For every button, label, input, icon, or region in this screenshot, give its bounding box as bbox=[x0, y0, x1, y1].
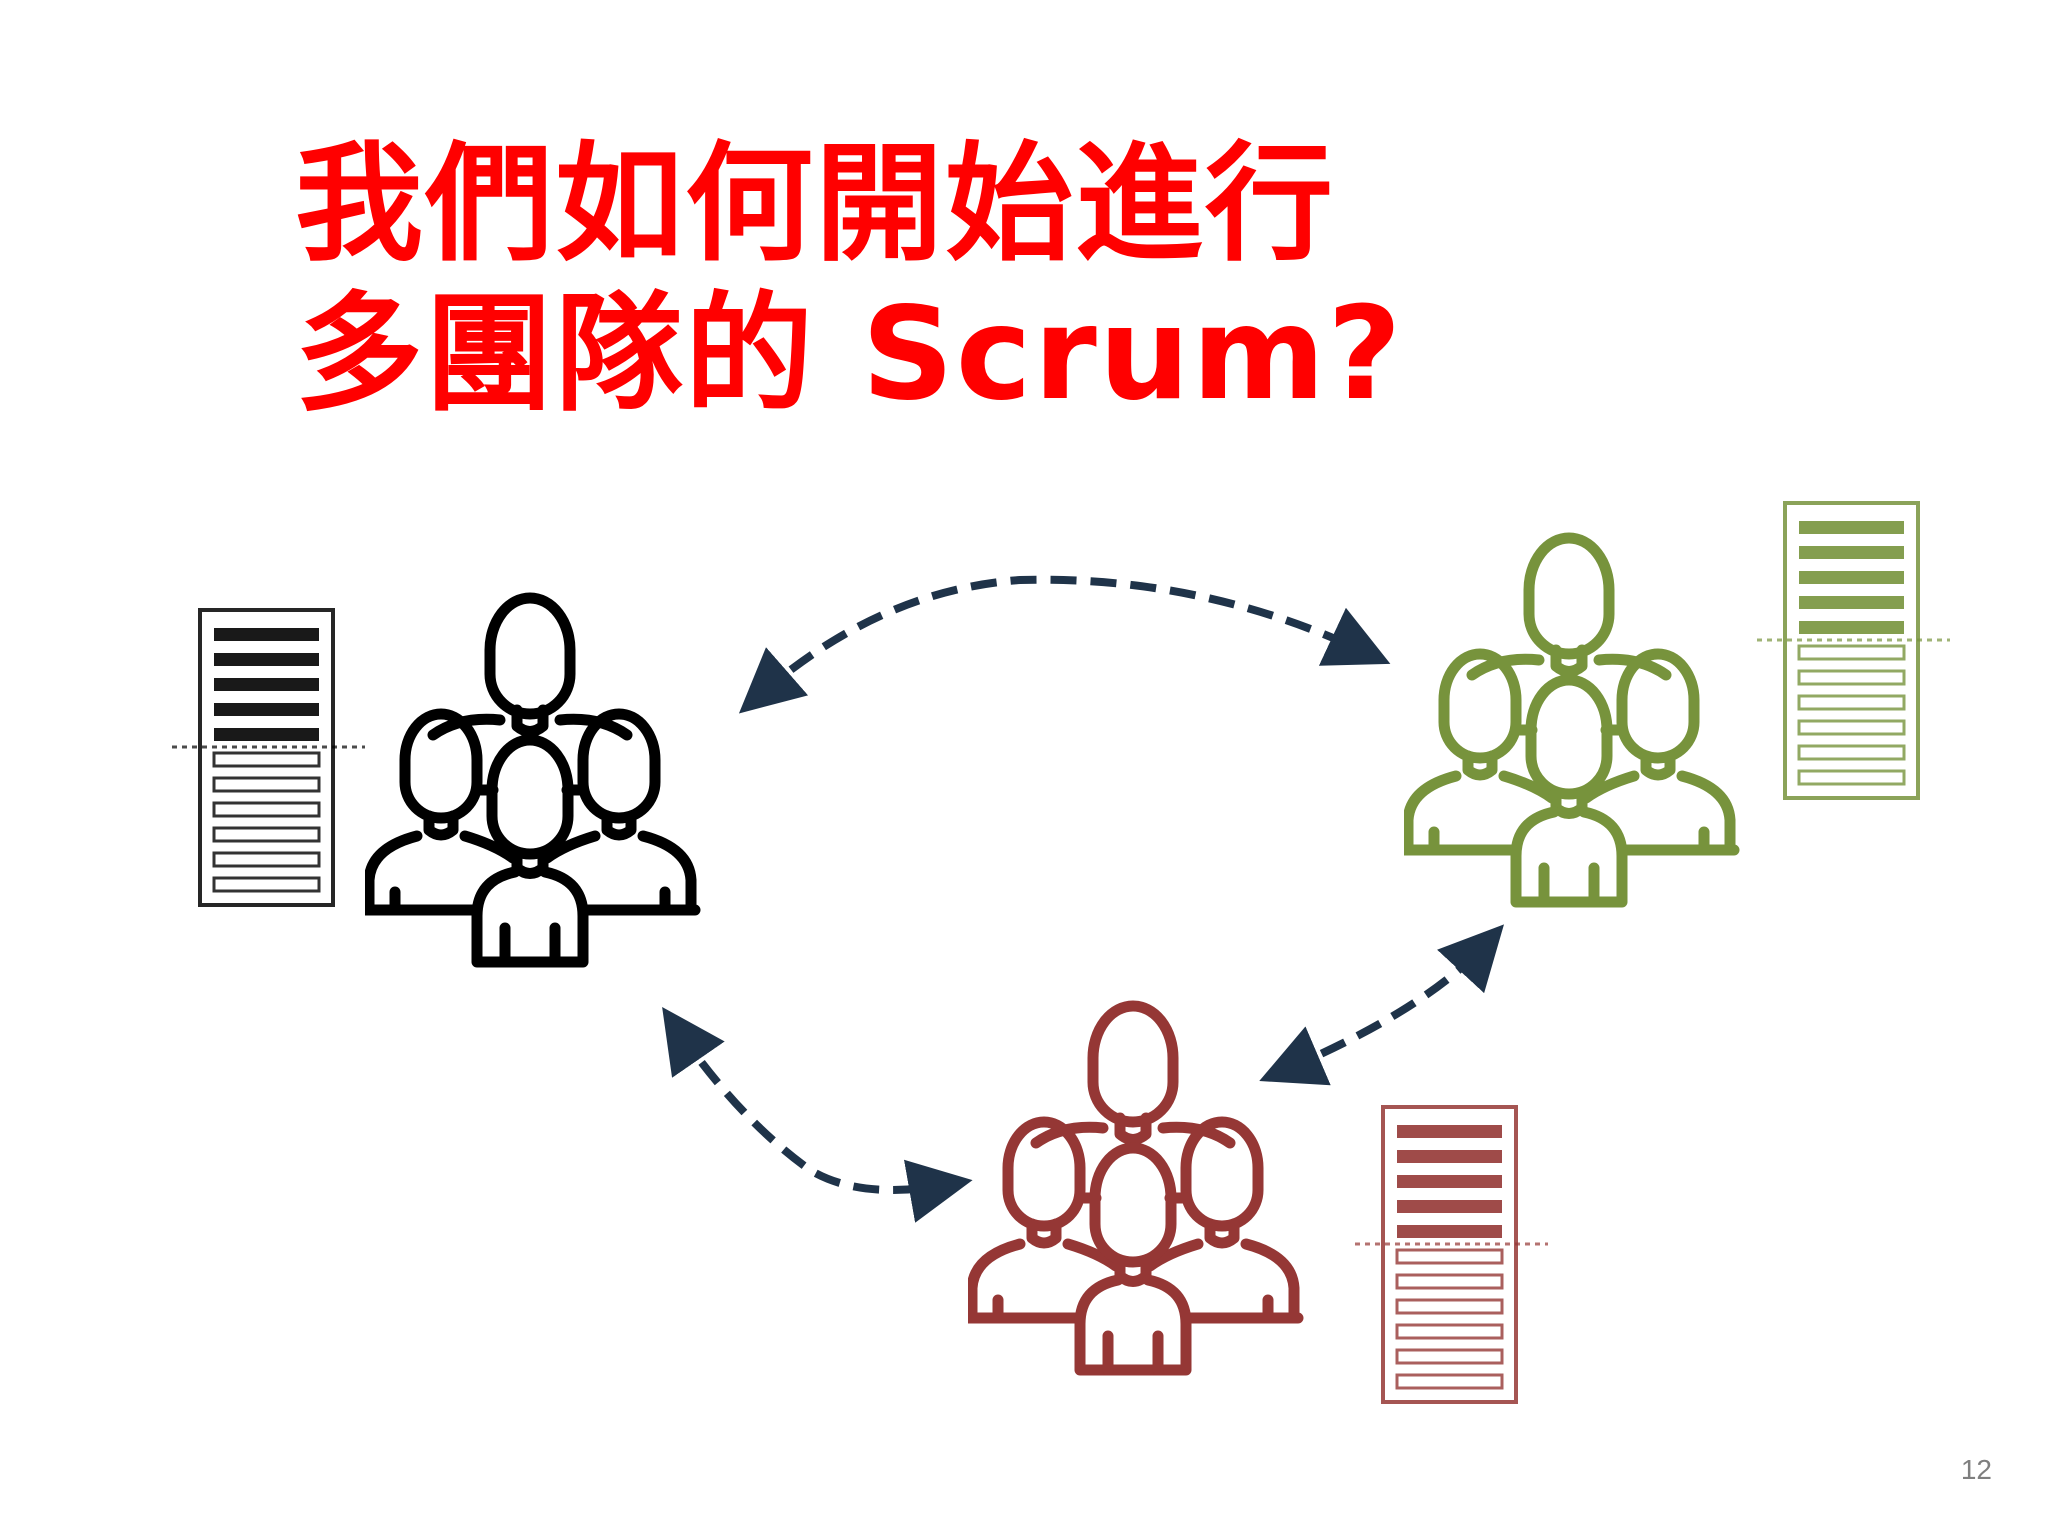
slide-title: 我們如何開始進行 多團隊的 Scrum? bbox=[295, 130, 1404, 430]
title-line-1: 我們如何開始進行 bbox=[295, 130, 1336, 279]
backlog-item-done bbox=[1799, 546, 1904, 559]
backlog-item-done bbox=[1397, 1125, 1502, 1138]
backlog-item-todo bbox=[1395, 1248, 1504, 1265]
backlog-item-done bbox=[1799, 621, 1904, 634]
backlog-item-done bbox=[214, 628, 319, 641]
product-backlog-icon bbox=[172, 608, 365, 907]
backlog-item-todo bbox=[1797, 744, 1906, 761]
backlog-item-done bbox=[214, 678, 319, 691]
backlog-item-todo bbox=[1797, 694, 1906, 711]
backlog-item-todo bbox=[1395, 1298, 1504, 1315]
backlog-item-done bbox=[214, 728, 319, 741]
backlog-frame bbox=[198, 608, 335, 907]
backlog-item-todo bbox=[212, 801, 321, 818]
backlog-item-done bbox=[1799, 596, 1904, 609]
title-line-2: 多團隊的 Scrum? bbox=[295, 280, 1404, 429]
backlog-item-todo bbox=[212, 751, 321, 768]
backlog-item-done bbox=[1397, 1200, 1502, 1213]
backlog-item-todo bbox=[1395, 1323, 1504, 1340]
product-backlog-icon bbox=[1757, 501, 1950, 800]
team-group-icon bbox=[968, 1006, 1298, 1370]
backlog-item-done bbox=[1799, 571, 1904, 584]
backlog-item-todo bbox=[1395, 1348, 1504, 1365]
backlog-item-done bbox=[1397, 1175, 1502, 1188]
team-group-icon bbox=[1404, 538, 1734, 902]
team-group-icon bbox=[365, 598, 695, 962]
backlog-frame bbox=[1381, 1105, 1518, 1404]
backlog-item-done bbox=[214, 653, 319, 666]
backlog-item-todo bbox=[1797, 669, 1906, 686]
backlog-frame bbox=[1783, 501, 1920, 800]
connector-black-red bbox=[662, 1006, 973, 1223]
team-black bbox=[172, 598, 695, 962]
backlog-item-todo bbox=[212, 851, 321, 868]
backlog-item-todo bbox=[1797, 719, 1906, 736]
backlog-item-todo bbox=[1797, 644, 1906, 661]
team-green bbox=[1404, 501, 1950, 902]
backlog-item-done bbox=[1397, 1225, 1502, 1238]
backlog-item-todo bbox=[1395, 1273, 1504, 1290]
connector-red-green bbox=[1259, 924, 1504, 1086]
backlog-item-todo bbox=[1395, 1373, 1504, 1390]
backlog-item-todo bbox=[212, 876, 321, 893]
backlog-item-done bbox=[1397, 1150, 1502, 1163]
backlog-item-done bbox=[214, 703, 319, 716]
page-number: 12 bbox=[1960, 1454, 1992, 1485]
backlog-item-todo bbox=[1797, 769, 1906, 786]
backlog-item-done bbox=[1799, 521, 1904, 534]
team-red bbox=[968, 1006, 1548, 1404]
backlog-item-todo bbox=[212, 826, 321, 843]
connector-black-green bbox=[738, 575, 1391, 714]
backlog-item-todo bbox=[212, 776, 321, 793]
product-backlog-icon bbox=[1355, 1105, 1548, 1404]
